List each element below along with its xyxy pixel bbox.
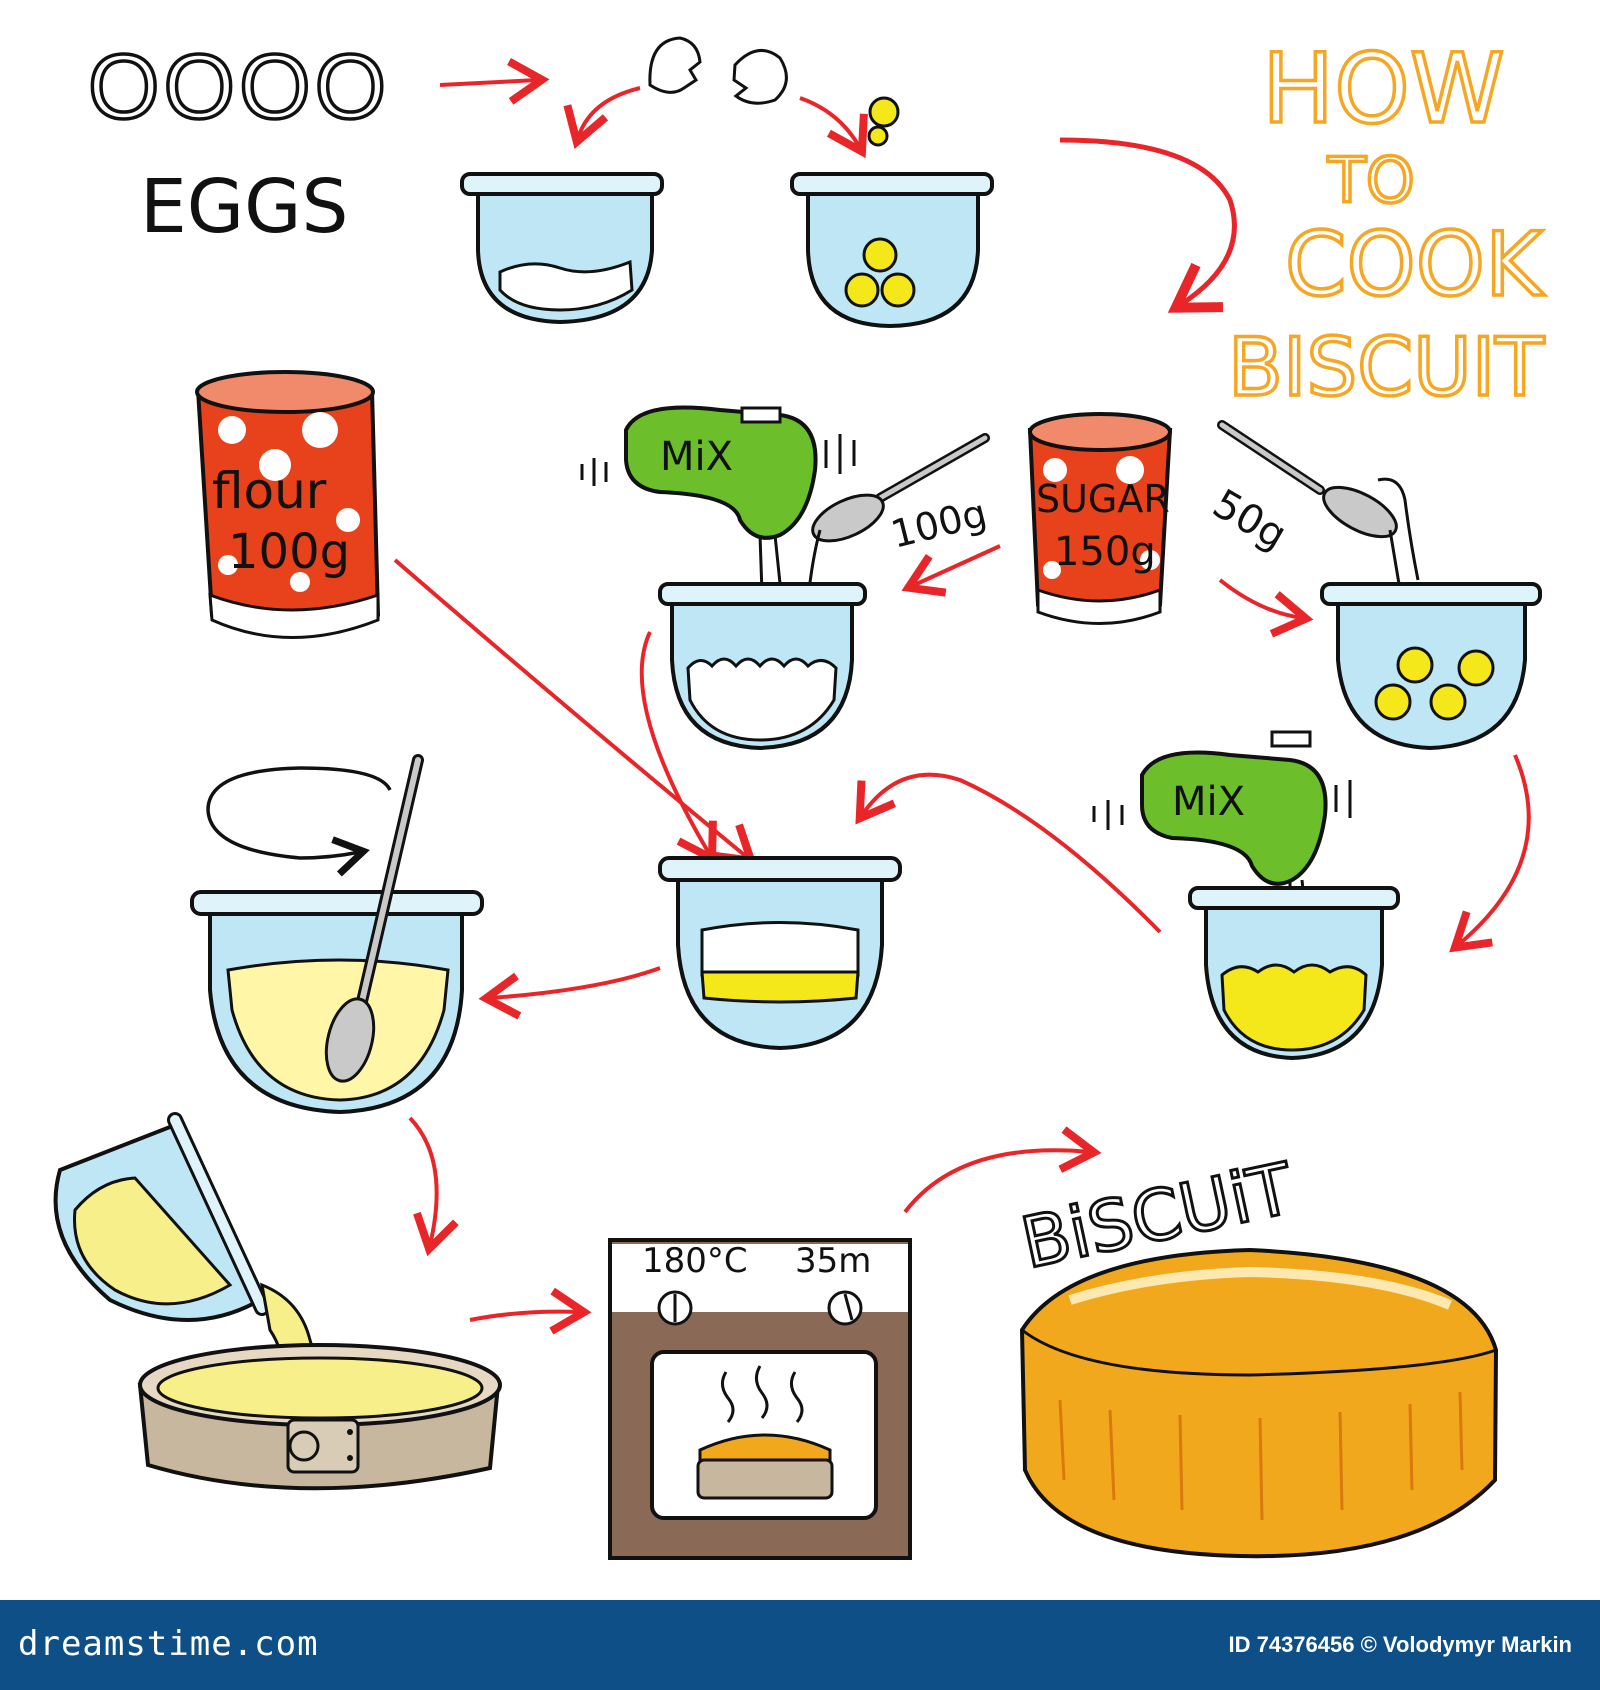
oven-temperature: 180°C [642, 1241, 748, 1281]
sugar-name: SUGAR [1036, 477, 1170, 521]
arrow-whites-to-main-bowl [639, 631, 717, 865]
mixer-label-2: MiX [1172, 779, 1245, 825]
bowl-combined [658, 856, 902, 1051]
arrow-crack-to-whites [563, 86, 641, 150]
bowl-egg-yolks [790, 172, 994, 329]
recipe-diagram: OOOO EGGS HOW TO COOK BISCUIT [53, 31, 1547, 1560]
bowl-whipped-whites [658, 582, 867, 751]
eggs-glyphs: OOOO [88, 36, 390, 138]
flour-name: flour [212, 462, 327, 520]
arrow-yolks-sugar-to-mix [1449, 754, 1531, 953]
spoon-icon-2 [1217, 420, 1420, 591]
oven-time: 35m [795, 1241, 871, 1281]
page-title: HOW TO COOK BISCUIT [1226, 31, 1547, 416]
mixer-label-1: MiX [660, 434, 733, 480]
footer-credit: ID 74376456 © Volodymyr Markin [1228, 1632, 1572, 1657]
arrow-sugar-to-yolks [1218, 578, 1314, 638]
arrow-combined-to-folding [478, 966, 661, 1020]
arrow-folding-to-pour [408, 1116, 459, 1257]
arrow-mixed-yolks-to-main-bowl [855, 772, 1162, 934]
baking-tin [137, 1343, 502, 1491]
cracked-egg-icon [648, 36, 788, 105]
title-line-2: TO [1327, 144, 1415, 217]
mixer-icon-1: MiX [580, 405, 856, 681]
sugar-portion-1: 100g [887, 491, 991, 557]
bowl-yolks-sugar [1320, 582, 1542, 751]
bowl-mixed-yolks [1188, 886, 1400, 1061]
bowl-egg-whites [460, 172, 664, 325]
sugar-portion-2: 50g [1205, 481, 1294, 559]
biscuit-cake-icon [1019, 1247, 1499, 1559]
title-line-3: COOK [1285, 213, 1545, 316]
sugar-can: SUGAR 150g [1027, 412, 1173, 625]
flour-can: flour 100g [195, 370, 381, 639]
title-line-1: HOW [1262, 33, 1505, 145]
title-line-4: BISCUIT [1228, 321, 1545, 414]
footer-brand[interactable]: dreamstime.com [18, 1624, 319, 1664]
arrow-oven-to-biscuit [903, 1126, 1102, 1214]
spoon-icon-3 [324, 754, 424, 1083]
spoon-icon-1 [806, 433, 990, 601]
timer-knob-icon [827, 1290, 863, 1326]
arrow-eggs-to-crack [439, 57, 550, 105]
flour-amount: 100g [228, 524, 350, 580]
arrow-flour-to-main-bowl [393, 558, 757, 866]
oven-icon: 180°C 35m [608, 1238, 912, 1560]
footer-bar: dreamstime.com ID 74376456 © Volodymyr M… [0, 1600, 1600, 1690]
arrow-tin-to-oven [469, 1287, 592, 1335]
sugar-amount: 150g [1054, 529, 1156, 575]
mixer-icon-2: MiX [1092, 730, 1352, 961]
arrow-yolks-to-sugar-step [1059, 137, 1237, 313]
arrow-sugar-to-whites [901, 544, 1001, 597]
pouring-bowl [53, 1112, 315, 1400]
arrow-crack-to-yolks [799, 96, 868, 159]
falling-yolk-icon [867, 96, 900, 147]
eggs-label: EGGS [140, 164, 348, 250]
eggs-group: OOOO EGGS [86, 34, 390, 250]
